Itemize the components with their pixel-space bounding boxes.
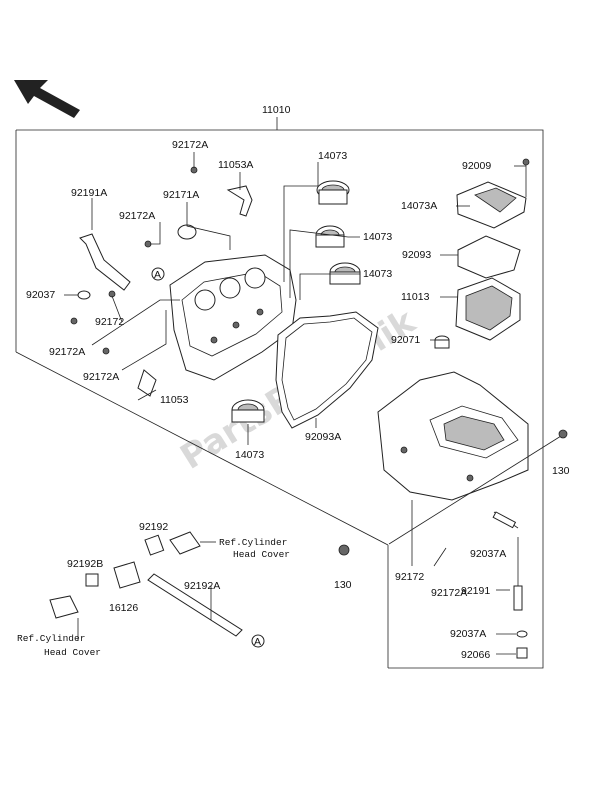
label-14073-c: 14073 bbox=[363, 268, 392, 280]
clamp-92037 bbox=[77, 290, 91, 300]
cap-92192b bbox=[85, 573, 99, 587]
label-92071: 92071 bbox=[391, 334, 420, 346]
gasket-92093a bbox=[275, 311, 379, 429]
boot-14073-b bbox=[315, 225, 345, 248]
cover-14073a bbox=[456, 181, 527, 229]
bolt-130-right bbox=[388, 429, 568, 545]
front-arrow-icon bbox=[14, 80, 80, 118]
callout-a-top bbox=[151, 267, 165, 281]
label-16126: 16126 bbox=[109, 602, 138, 614]
label-92192: 92192 bbox=[139, 521, 168, 533]
ref-2-line-1: Ref.Cylinder bbox=[17, 633, 85, 644]
label-130-bottom: 130 bbox=[334, 579, 352, 591]
bracket-11053a bbox=[226, 185, 253, 217]
bracket-11053 bbox=[137, 369, 157, 397]
label-92066: 92066 bbox=[461, 649, 490, 661]
label-130-right: 130 bbox=[552, 465, 570, 477]
label-11053: 11053 bbox=[160, 394, 189, 406]
gasket-92093 bbox=[457, 235, 521, 279]
assembly-number: 11010 bbox=[262, 104, 291, 116]
head-cover-fitting-2 bbox=[49, 595, 79, 619]
clamp-92037a bbox=[516, 630, 528, 638]
leader-lines bbox=[64, 152, 526, 655]
grommet-92071 bbox=[434, 335, 450, 349]
label-92172a-mid: 92172A bbox=[119, 210, 155, 222]
part-labels: 92172A 11053A 92171A 92191A 92172A 92037… bbox=[26, 139, 570, 661]
label-14073-b: 14073 bbox=[363, 231, 392, 243]
label-92172-bottom: 92172 bbox=[395, 571, 424, 583]
label-92172a-top: 92172A bbox=[172, 139, 208, 151]
boot-14073-a bbox=[316, 180, 350, 205]
label-92172a-l2: 92172A bbox=[83, 371, 119, 383]
assembly-frame bbox=[15, 117, 544, 669]
label-92171a: 92171A bbox=[163, 189, 199, 201]
label-92172: 92172 bbox=[95, 316, 124, 328]
label-92093a: 92093A bbox=[305, 431, 341, 443]
label-92037a-bottom: 92037A bbox=[470, 548, 506, 560]
label-14073a: 14073A bbox=[401, 200, 437, 212]
label-14073-d: 14073 bbox=[235, 449, 264, 461]
callout-a-bottom-label: A bbox=[254, 636, 261, 648]
head-cover-fitting-1 bbox=[169, 531, 201, 555]
filter-11013 bbox=[455, 277, 521, 341]
reference-labels: Ref.Cylinder Head Cover Ref.Cylinder Hea… bbox=[17, 537, 290, 658]
bolt-130-bottom bbox=[338, 544, 350, 556]
boot-14073-d bbox=[231, 399, 265, 423]
label-92009: 92009 bbox=[462, 160, 491, 172]
fitting-92066 bbox=[516, 647, 528, 659]
valve-16126 bbox=[113, 561, 141, 589]
label-92191a: 92191A bbox=[71, 187, 107, 199]
drain-plug-92191 bbox=[513, 585, 523, 611]
label-92192a: 92192A bbox=[184, 580, 220, 592]
label-92191: 92191 bbox=[461, 585, 490, 597]
ref-2-line-2: Head Cover bbox=[44, 647, 101, 658]
label-92192b: 92192B bbox=[67, 558, 103, 570]
cap-92192 bbox=[144, 534, 165, 556]
label-92037a-c: 92037A bbox=[450, 628, 486, 640]
pipe-92192a bbox=[147, 573, 243, 637]
callout-a-top-label: A bbox=[154, 269, 161, 281]
label-11013: 11013 bbox=[401, 291, 430, 303]
boot-14073-c bbox=[329, 262, 361, 285]
label-92037: 92037 bbox=[26, 289, 55, 301]
ref-1-line-2: Head Cover bbox=[233, 549, 290, 560]
label-92172a-l1: 92172A bbox=[49, 346, 85, 358]
label-92172a-bottom: 92172A bbox=[431, 587, 467, 599]
label-92093: 92093 bbox=[402, 249, 431, 261]
label-11053a: 11053A bbox=[218, 159, 253, 171]
label-14073-a: 14073 bbox=[318, 150, 347, 162]
hose-92191a bbox=[79, 233, 131, 291]
ref-1-line-1: Ref.Cylinder bbox=[219, 537, 287, 548]
callout-a-bottom bbox=[251, 634, 265, 648]
lower-case bbox=[377, 371, 529, 501]
